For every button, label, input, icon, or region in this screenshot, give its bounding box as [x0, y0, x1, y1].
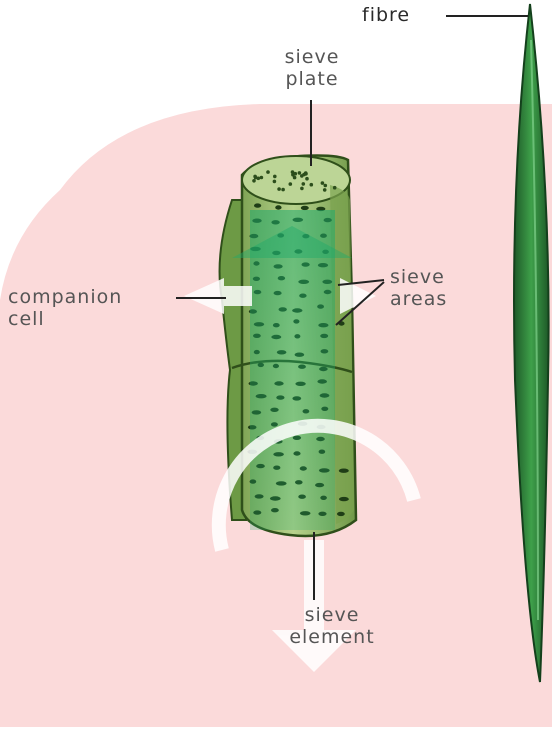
plate-pore — [253, 175, 257, 179]
plate-pore — [252, 179, 256, 183]
sieve-plate-line-1: sieve — [266, 46, 358, 68]
sieve-plate-line-2: plate — [266, 68, 358, 90]
plate-pore — [291, 170, 295, 174]
pore — [301, 206, 309, 210]
plate-pore — [293, 176, 297, 180]
sieve-areas-line-1: sieve — [390, 266, 447, 288]
plate-pore — [321, 181, 325, 185]
sieve-element-label: sieve element — [262, 604, 402, 648]
plate-pore — [305, 177, 309, 181]
plate-pore — [324, 184, 328, 188]
companion-cell-line-2: cell — [8, 308, 122, 330]
sieve-areas-line-2: areas — [390, 288, 447, 310]
pore — [339, 497, 349, 501]
sieve-element-line-1: sieve — [262, 604, 402, 626]
fibre-label: fibre — [362, 4, 410, 26]
plate-pore — [300, 187, 304, 191]
pore — [254, 203, 261, 207]
sieve-areas-label: sieve areas — [390, 266, 447, 310]
fibre-label-text: fibre — [362, 4, 410, 26]
plate-pore — [323, 188, 327, 192]
plate-pore — [302, 182, 306, 186]
plate-pore — [333, 186, 337, 190]
pore — [339, 469, 349, 473]
arrow-left-stem — [222, 286, 252, 306]
pore — [275, 205, 281, 209]
plate-pore — [277, 187, 281, 191]
sieve-plate-label: sieve plate — [266, 46, 358, 90]
plate-pore — [302, 173, 306, 177]
companion-cell-label: companion cell — [8, 286, 122, 330]
plate-pore — [289, 182, 293, 186]
pore — [337, 512, 345, 516]
plate-pore — [298, 171, 302, 175]
plate-pore — [273, 180, 277, 184]
plate-pore — [266, 170, 270, 174]
plate-pore — [281, 188, 285, 192]
plate-pore — [260, 176, 264, 180]
plate-pore — [310, 183, 314, 187]
plate-pore — [273, 175, 277, 179]
companion-cell-line-1: companion — [8, 286, 122, 308]
sieve-element-line-2: element — [262, 626, 402, 648]
